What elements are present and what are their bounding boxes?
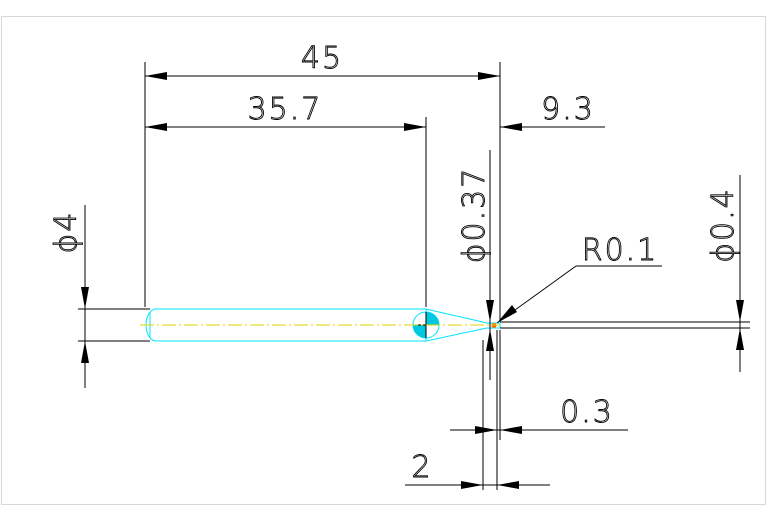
dim-label-35-7: 35.7: [248, 92, 323, 127]
dim-neck-diameter: ϕ0.37: [457, 150, 494, 380]
dim-label-phi-0-4: ϕ0.4: [706, 187, 741, 263]
section-fill-quadrant-1: [426, 312, 439, 325]
dim-tip-length: 9.3: [500, 92, 605, 131]
dim-label-45: 45: [301, 41, 343, 76]
dim-label-phi-4: ϕ4: [49, 211, 84, 254]
dim-tip-diameter: ϕ0.4: [500, 175, 750, 372]
dim-shank-length: 35.7: [145, 92, 427, 307]
dim-overall-length: 45: [144, 41, 501, 320]
shank-outline: [145, 308, 427, 342]
drawing-frame: [1, 16, 766, 505]
dim-tip-radius: R0.1: [496, 233, 662, 324]
dim-label-r-0-1: R0.1: [582, 233, 659, 268]
dim-shank-diameter: ϕ4: [49, 205, 150, 388]
dim-label-2: 2: [411, 450, 432, 485]
taper-outline: [425, 308, 488, 342]
dim-label-0-3: 0.3: [560, 395, 614, 430]
endmill-part: [140, 308, 501, 342]
dim-label-9-3: 9.3: [541, 92, 595, 127]
dim-flute-width: 0.3: [450, 330, 628, 490]
dim-label-phi-0-37: ϕ0.37: [457, 167, 492, 264]
section-fill-quadrant-2: [413, 325, 426, 338]
dim-step-width: 2: [405, 340, 550, 490]
